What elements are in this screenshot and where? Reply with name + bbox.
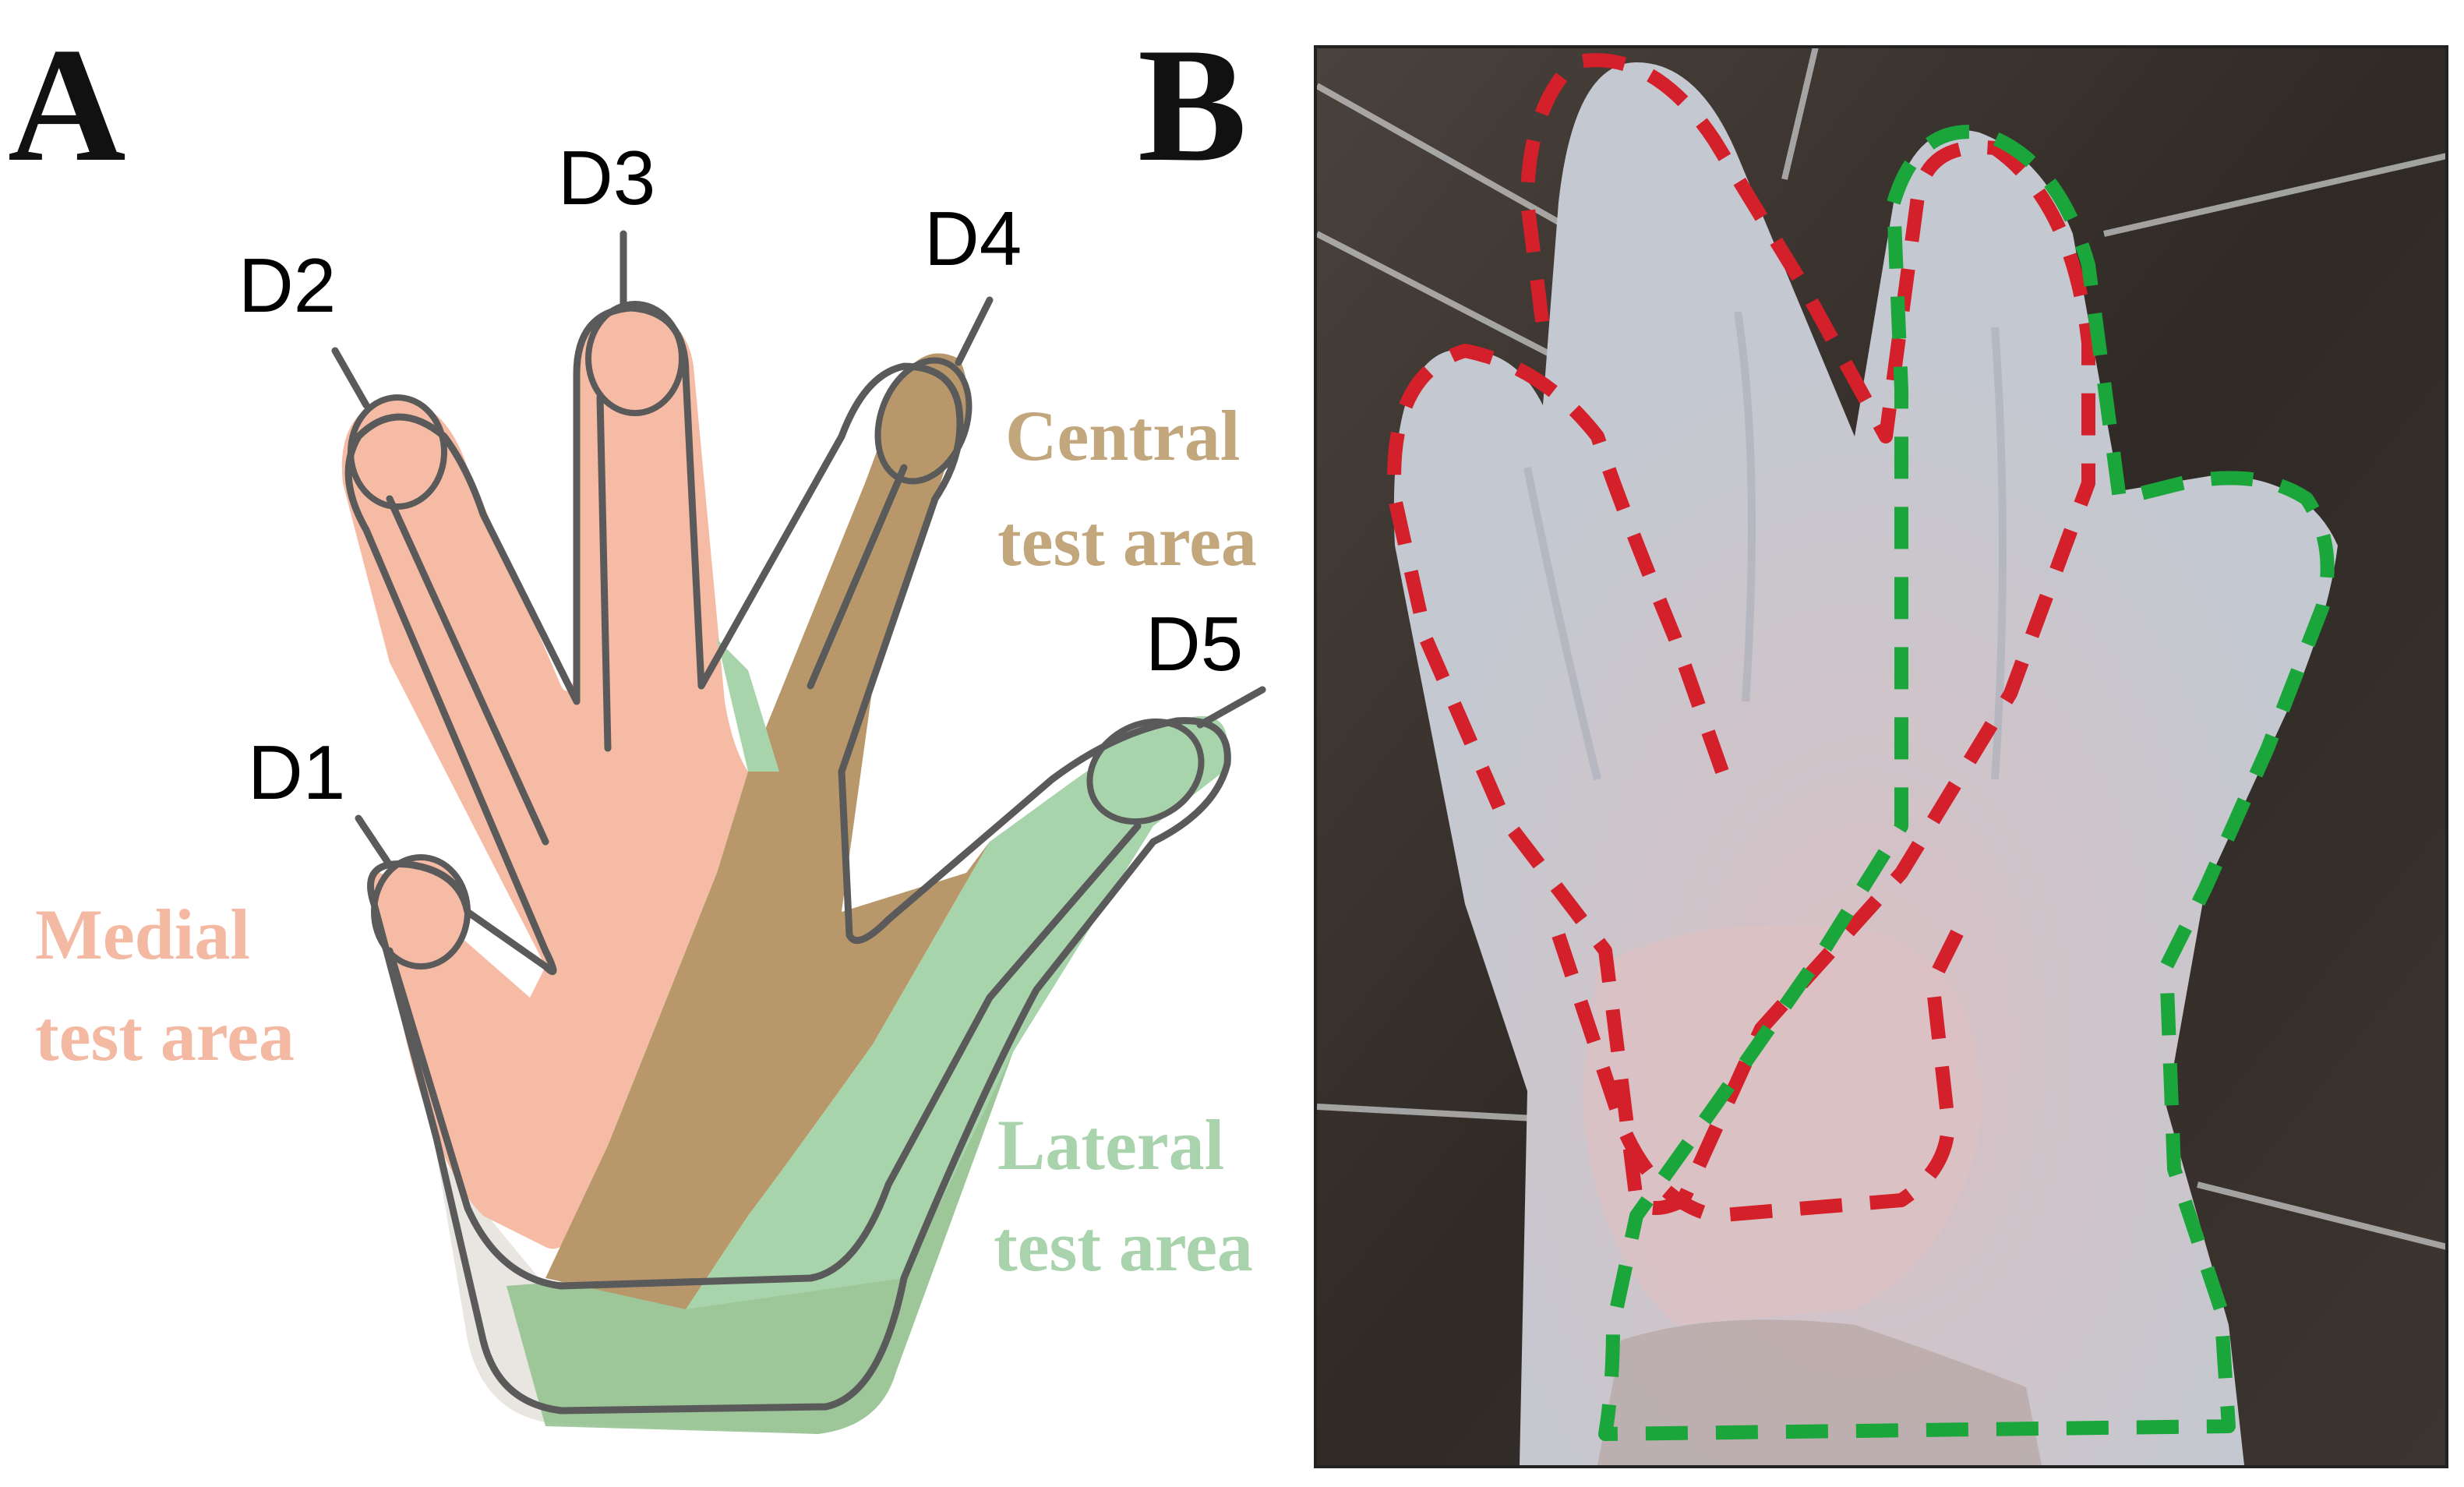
d4-inner-line xyxy=(807,464,908,690)
lateral-area-label-line2: test area xyxy=(994,1206,1253,1286)
panel-b: B xyxy=(1138,15,2448,1468)
d2-inner-line xyxy=(386,495,549,846)
digit-texture-shadows xyxy=(1523,311,2007,781)
central-area-label-line1: Central xyxy=(1005,396,1240,475)
paw-inner-outline xyxy=(386,822,1142,1290)
paw-outline xyxy=(344,304,1231,1415)
d3-inner-line xyxy=(596,394,612,752)
red-dashed-outline-medial xyxy=(1387,53,2095,1215)
medial-area-fill xyxy=(341,312,748,1249)
d5-pad xyxy=(1086,718,1205,825)
red-dashed-outline-medial-2 xyxy=(1551,916,1971,1223)
d2-label: D2 xyxy=(238,242,336,328)
panel-a: A D2 D3 D4 xyxy=(8,15,1266,1434)
photo-content xyxy=(1317,48,2445,1465)
panel-b-letter: B xyxy=(1138,15,1247,196)
d1-label: D1 xyxy=(248,729,345,815)
panel-a-letter: A xyxy=(8,15,126,196)
d3-label: D3 xyxy=(558,135,655,221)
d4-label: D4 xyxy=(924,196,1022,281)
lateral-area-fill-2 xyxy=(717,639,779,772)
green-dashed-outline-lateral xyxy=(1598,125,2335,1441)
central-area-label-line2: test area xyxy=(997,501,1257,581)
claws xyxy=(331,230,1266,869)
d5-label: D5 xyxy=(1146,601,1243,687)
palm-pink-region xyxy=(1582,924,1982,1325)
lateral-area-label-line1: Lateral xyxy=(997,1105,1224,1185)
medial-area-label-line2: test area xyxy=(35,996,295,1076)
medial-area-label-line1: Medial xyxy=(35,895,250,974)
central-area-fill xyxy=(545,353,990,1309)
lateral-area-fill xyxy=(686,715,1227,1309)
wire-mesh xyxy=(1317,48,2445,1250)
